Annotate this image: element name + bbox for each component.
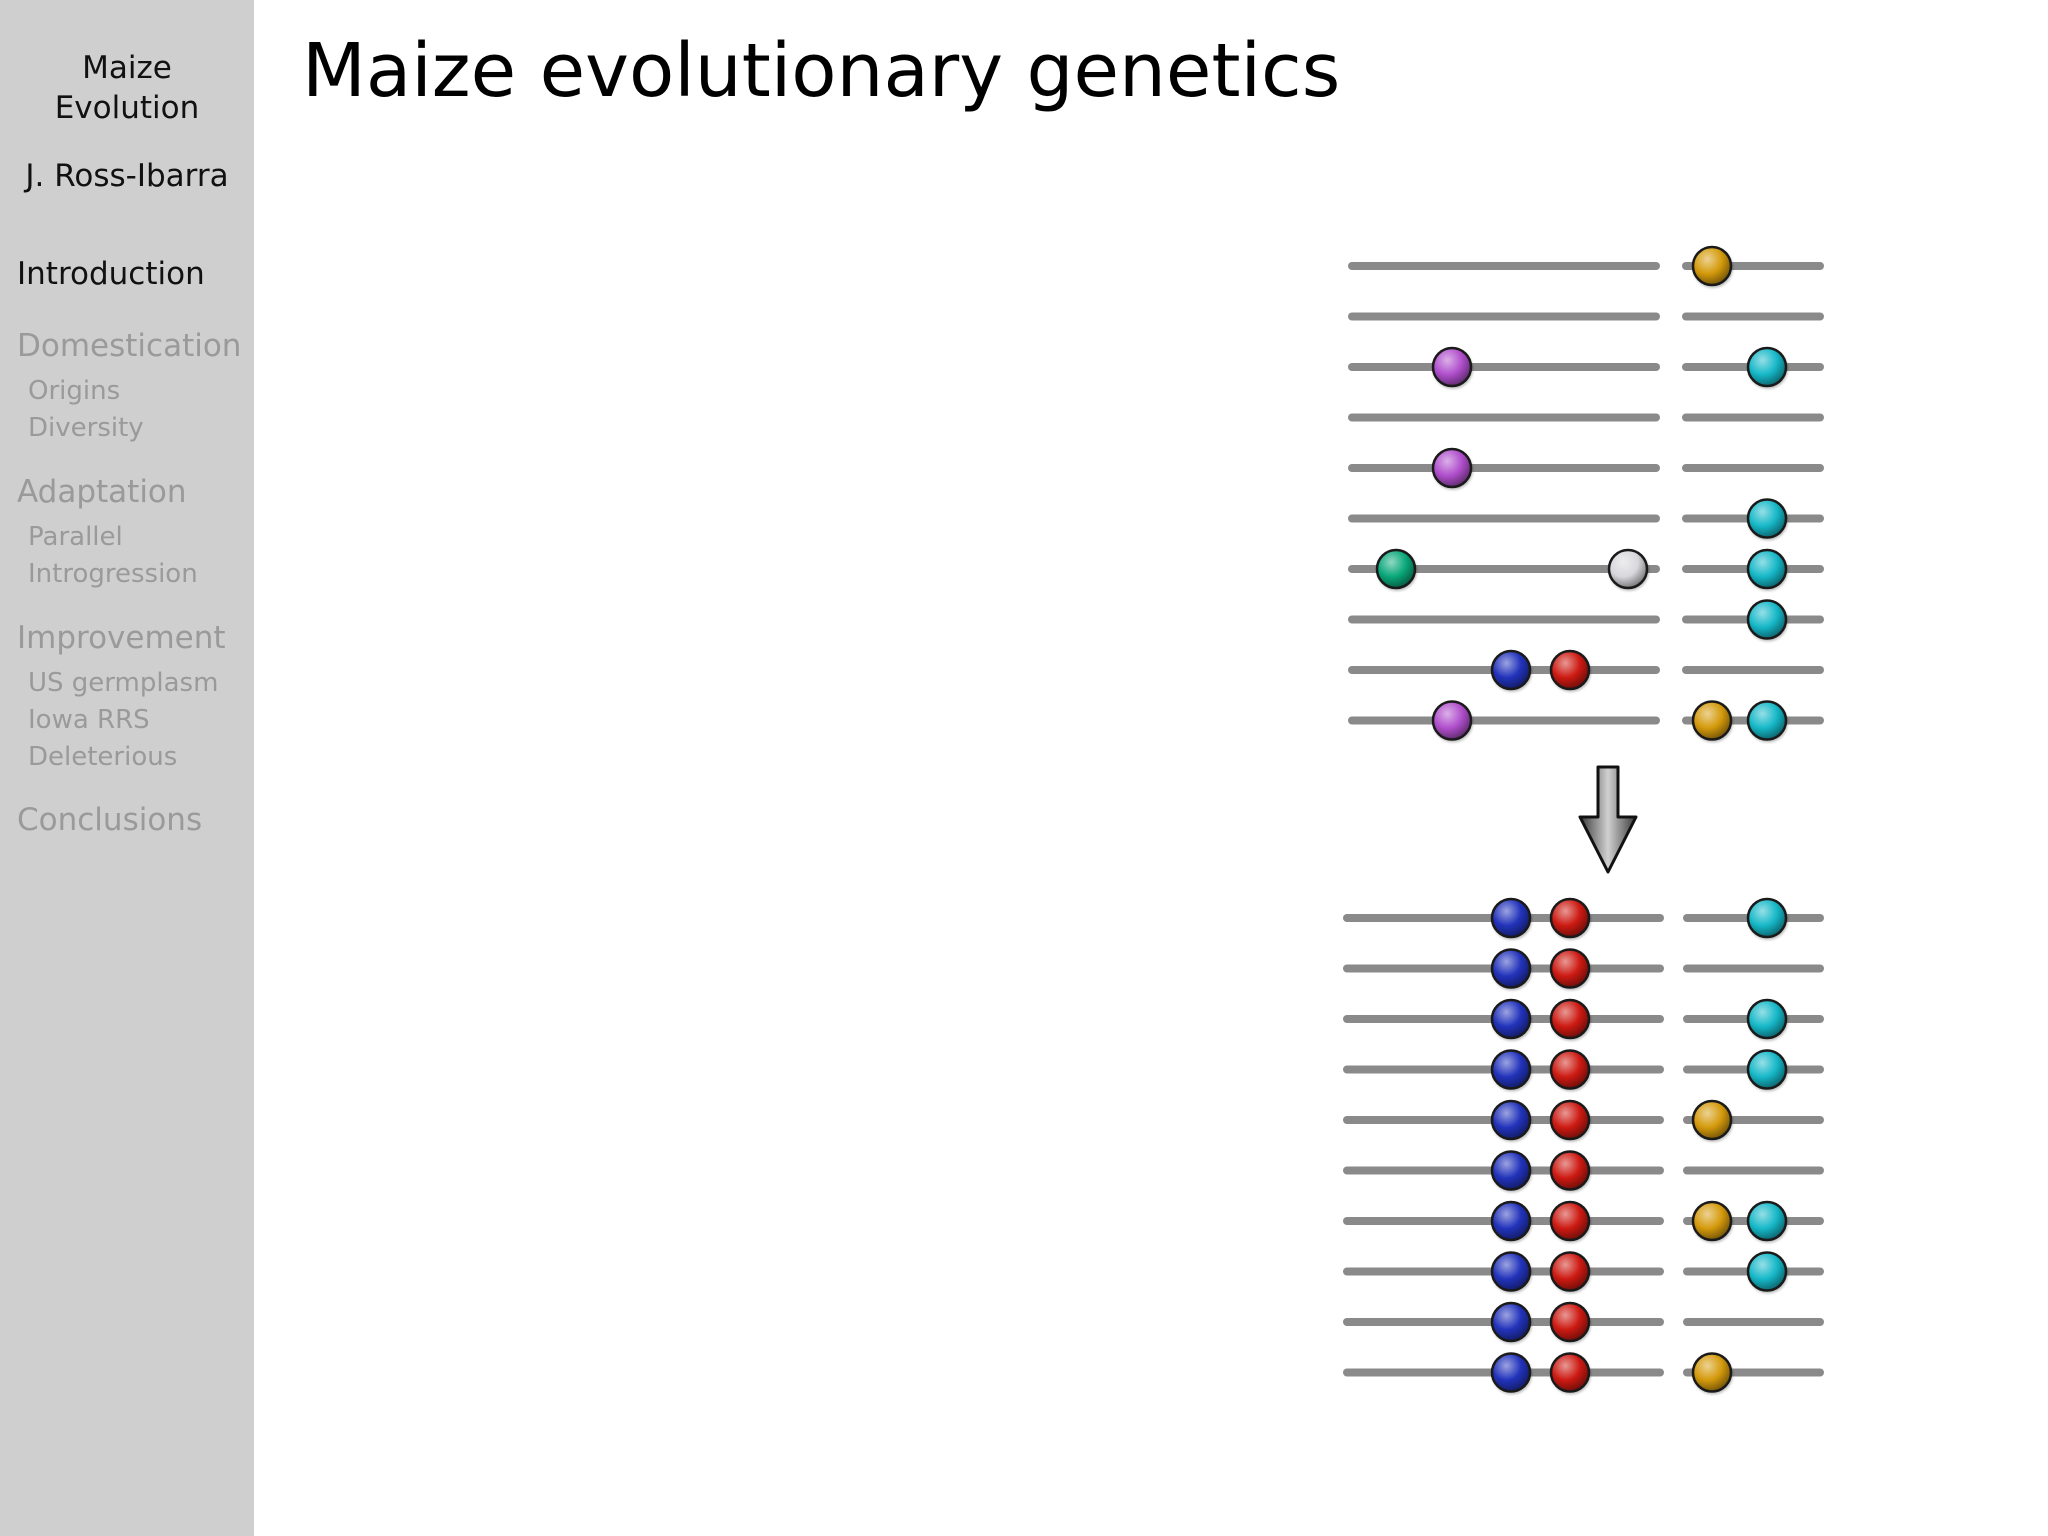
red-allele-bead [1549,1352,1591,1395]
blue-allele-bead [1490,897,1532,940]
nav-subsection-introgression[interactable]: Introgression [28,559,198,589]
red-allele-bead [1549,1200,1591,1243]
red-allele-bead [1549,1049,1591,1092]
nav-section-improvement[interactable]: Improvement [17,620,226,656]
selection-arrow [1578,765,1638,874]
nav-subsection-diversity[interactable]: Diversity [28,413,144,443]
population-after-selection [1343,897,1824,1395]
after-haplotype-8 [1343,1251,1824,1294]
blue-allele-bead [1490,1049,1532,1092]
after-haplotype-4 [1343,1049,1824,1092]
after-haplotype-6 [1343,1150,1824,1193]
presentation-title-line1: Maize [82,50,172,86]
sidebar: Maize Evolution J. Ross-Ibarra Introduct… [0,0,254,1536]
before-haplotype-8 [1348,599,1824,642]
red-allele-bead [1549,897,1591,940]
blue-allele-bead [1490,1251,1532,1294]
after-haplotype-9 [1343,1301,1824,1344]
cyan-allele-bead [1746,1200,1788,1243]
blue-allele-bead [1490,1200,1532,1243]
presentation-author[interactable]: J. Ross-Ibarra [25,158,229,194]
gold-allele-bead [1691,700,1733,743]
nav-subsection-deleterious[interactable]: Deleterious [28,742,178,772]
blue-allele-bead [1490,1352,1532,1395]
cyan-allele-bead [1746,1251,1788,1294]
red-allele-bead [1549,998,1591,1041]
nav-section-adaptation[interactable]: Adaptation [17,474,187,510]
gold-allele-bead [1691,1099,1733,1142]
presentation-title-line2: Evolution [54,90,200,126]
after-haplotype-10 [1343,1352,1824,1395]
nav-section-domestication[interactable]: Domestication [17,328,242,364]
gold-allele-bead [1691,1352,1733,1395]
population-before-selection [1348,245,1824,743]
nav-subsection-parallel[interactable]: Parallel [28,522,123,552]
blue-allele-bead [1490,1301,1532,1344]
blue-allele-bead [1490,649,1532,692]
nav-subsection-origins[interactable]: Origins [28,376,121,406]
blue-allele-bead [1490,1099,1532,1142]
gold-allele-bead [1691,245,1733,288]
red-allele-bead [1549,1150,1591,1193]
purple-allele-bead [1431,346,1473,389]
cyan-allele-bead [1746,998,1788,1041]
cyan-allele-bead [1746,498,1788,541]
after-haplotype-5 [1343,1099,1824,1142]
nav-subsection-us-germplasm[interactable]: US germplasm [28,668,219,698]
cyan-allele-bead [1746,346,1788,389]
blue-allele-bead [1490,998,1532,1041]
nav-section-conclusions[interactable]: Conclusions [17,802,203,838]
blue-allele-bead [1490,948,1532,991]
nav-section-introduction[interactable]: Introduction [17,256,205,292]
gold-allele-bead [1691,1200,1733,1243]
red-allele-bead [1549,1251,1591,1294]
before-haplotype-3 [1348,346,1824,389]
purple-allele-bead [1431,447,1473,490]
after-haplotype-2 [1343,948,1824,991]
cyan-allele-bead [1746,548,1788,591]
before-haplotype-6 [1348,498,1824,541]
before-haplotype-1 [1348,245,1824,288]
haplotype-selection-diagram [1343,245,1824,1395]
presentation-title[interactable]: Maize Evolution [0,48,254,128]
frame-title: Maize evolutionary genetics [302,28,1341,114]
after-haplotype-7 [1343,1200,1824,1243]
purple-allele-bead [1431,700,1473,743]
cyan-allele-bead [1746,599,1788,642]
before-haplotype-5 [1348,447,1824,490]
red-allele-bead [1549,649,1591,692]
after-haplotype-1 [1343,897,1824,940]
blue-allele-bead [1490,1150,1532,1193]
cyan-allele-bead [1746,1049,1788,1092]
white-allele-bead [1607,548,1649,591]
cyan-allele-bead [1746,700,1788,743]
before-haplotype-7 [1348,548,1824,591]
cyan-allele-bead [1746,897,1788,940]
red-allele-bead [1549,1301,1591,1344]
red-allele-bead [1549,1099,1591,1142]
green-allele-bead [1375,548,1417,591]
before-haplotype-10 [1348,700,1824,743]
down-arrow-icon [1578,765,1638,874]
after-haplotype-3 [1343,998,1824,1041]
red-allele-bead [1549,948,1591,991]
nav-subsection-iowa-rrs[interactable]: Iowa RRS [28,705,150,735]
before-haplotype-9 [1348,649,1824,692]
